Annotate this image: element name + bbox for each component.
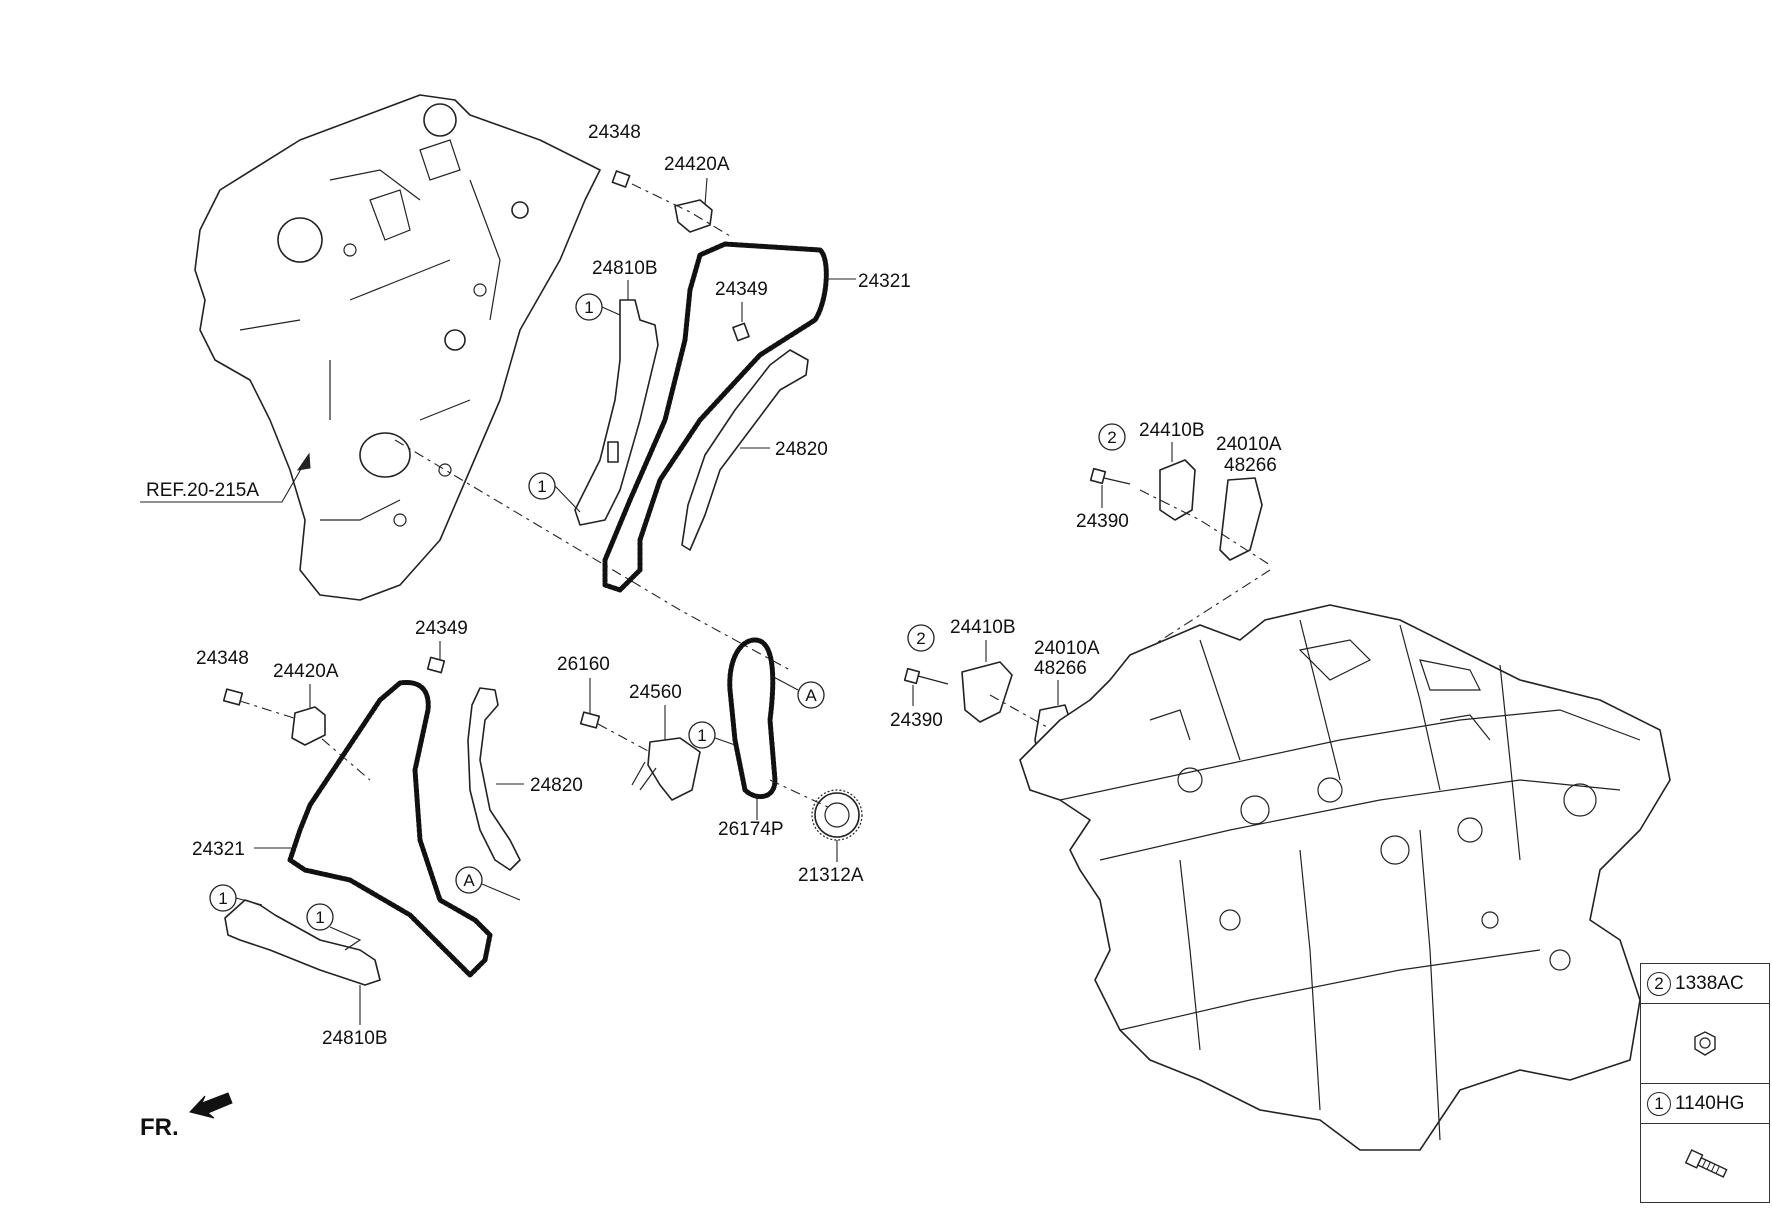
label-24810B-lower: 24810B [322, 1028, 388, 1049]
legend-part-1338AC: 1338AC [1675, 972, 1744, 994]
label-24321-upper: 24321 [858, 271, 911, 292]
label-48266-mid: 48266 [1034, 658, 1087, 679]
label-24349-upper: 24349 [715, 279, 768, 300]
nut-icon [1694, 1031, 1716, 1056]
label-24390-top: 24390 [1076, 511, 1129, 532]
timing-cover [194, 94, 601, 601]
bolt-icon-cell [1641, 1124, 1769, 1204]
callout-2-right-top [1098, 423, 1126, 451]
label-48266-top: 48266 [1224, 455, 1277, 476]
ref-leader [140, 452, 311, 503]
right-tensioner-group-top [1089, 459, 1271, 661]
label-21312A: 21312A [798, 865, 864, 886]
callout-2-text: 2 [916, 629, 925, 648]
label-24348-upper: 24348 [588, 122, 641, 143]
label-24010A-top: 24010A [1216, 434, 1282, 455]
callout-A-lower [455, 866, 483, 894]
callout-1-text: 1 [537, 477, 546, 496]
front-direction-indicator [189, 1092, 233, 1119]
nut-icon-cell [1641, 1004, 1769, 1084]
legend-callout-1: 1 [1647, 1091, 1671, 1116]
label-24410B-mid: 24410B [950, 617, 1016, 638]
label-26174P: 26174P [718, 819, 784, 840]
callout-2-right-mid [907, 624, 935, 652]
front-label: FR. [140, 1114, 179, 1141]
legend-row-2: 2 1338AC [1641, 964, 1769, 1004]
label-24321-lower: 24321 [192, 839, 245, 860]
oil-pump-chain-group [579, 637, 863, 841]
callout-2-text: 2 [1107, 428, 1116, 447]
callout-1-text: 1 [584, 298, 593, 317]
label-24420A-upper: 24420A [664, 154, 730, 175]
fastener-legend: 2 1338AC 1 1140HG [1640, 963, 1770, 1203]
label-24420A-lower: 24420A [273, 661, 339, 682]
engine-block [1019, 604, 1671, 1151]
legend-part-1140HG: 1140HG [1675, 1092, 1745, 1114]
bolt-icon [1684, 1149, 1728, 1178]
label-24820-lower: 24820 [530, 775, 583, 796]
callout-A-text: A [805, 686, 817, 705]
label-24810B-upper: 24810B [592, 258, 658, 279]
label-24390-mid: 24390 [890, 710, 943, 731]
legend-row-1: 1 1140HG [1641, 1084, 1769, 1124]
callout-A-center [797, 681, 825, 709]
lower-chain-assembly [222, 656, 521, 986]
label-26160: 26160 [557, 654, 610, 675]
label-24010A-mid: 24010A [1034, 638, 1100, 659]
ref-label: REF.20-215A [146, 480, 259, 501]
callout-1-center [688, 721, 716, 749]
label-24348-lower: 24348 [196, 648, 249, 669]
callout-1-lower-b [306, 903, 334, 931]
callout-A-text: A [463, 871, 475, 890]
label-24820-upper: 24820 [775, 439, 828, 460]
label-24349-lower: 24349 [415, 618, 468, 639]
legend-callout-2: 2 [1647, 971, 1671, 996]
callout-1-text: 1 [218, 889, 227, 908]
callout-1-text: 1 [697, 726, 706, 745]
label-24410B-top: 24410B [1139, 420, 1205, 441]
label-24560: 24560 [629, 682, 682, 703]
upper-chain-assembly [394, 170, 829, 671]
callout-1-text: 1 [315, 908, 324, 927]
